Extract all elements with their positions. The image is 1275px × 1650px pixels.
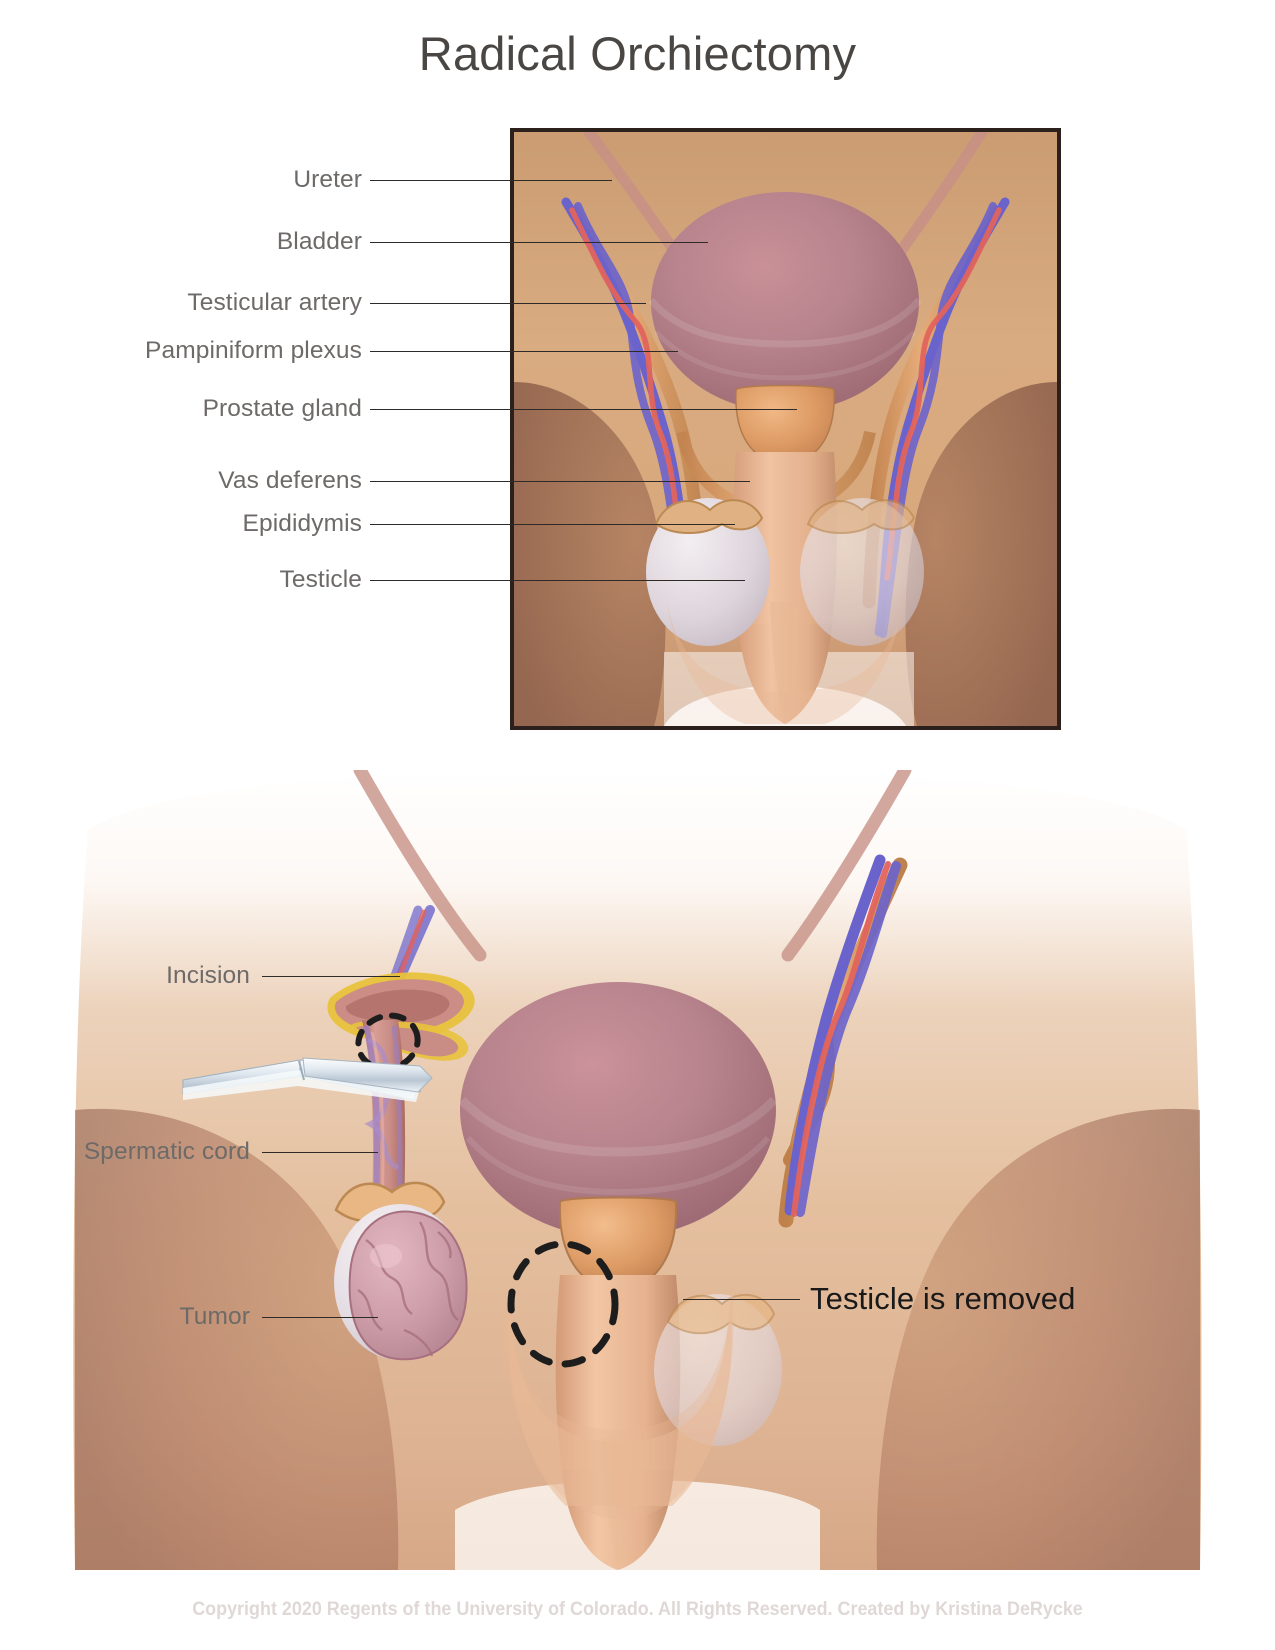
leader-line xyxy=(370,409,797,410)
annotation-label-bladder: Bladder xyxy=(276,228,362,255)
leader-line xyxy=(262,976,400,977)
leader-line xyxy=(370,524,735,525)
copyright-notice: Copyright 2020 Regents of the University… xyxy=(192,1598,1083,1620)
leader-line xyxy=(370,180,612,181)
surgical-retractor xyxy=(182,1057,433,1102)
page-title: Radical Orchiectomy xyxy=(418,27,857,80)
leader-line xyxy=(683,1299,800,1300)
orchiectomy-procedure-figure xyxy=(0,770,1275,1570)
leader-line xyxy=(262,1152,378,1153)
leader-line xyxy=(370,303,646,304)
cord-clamp-outline xyxy=(355,1012,421,1072)
annotation-label-pampiniform-plexus: Pampiniform plexus xyxy=(145,337,362,364)
orchiectomy-procedure-panel xyxy=(0,770,1275,1570)
annotation-label-ureter: Ureter xyxy=(293,166,362,193)
leader-line xyxy=(262,1317,378,1318)
annotation-label-tumor: Tumor xyxy=(179,1303,250,1330)
leader-line xyxy=(370,242,708,243)
removed-testicle-outline xyxy=(507,1240,619,1368)
leader-line xyxy=(370,351,678,352)
annotation-label-testicular-artery: Testicular artery xyxy=(187,289,362,316)
annotation-label-spermatic-cord: Spermatic cord xyxy=(83,1138,250,1165)
annotation-label-epididymis: Epididymis xyxy=(242,510,362,537)
annotation-label-testicle: Testicle xyxy=(279,566,362,593)
leader-line xyxy=(370,481,750,482)
normal-anatomy-panel xyxy=(510,128,1061,730)
annotation-label-vas-deferens: Vas deferens xyxy=(218,467,362,494)
removed-testicle xyxy=(334,1204,468,1361)
leader-line xyxy=(370,580,745,581)
annotation-label-testicle-is-removed: Testicle is removed xyxy=(810,1281,1076,1316)
normal-anatomy-figure xyxy=(514,132,1057,726)
annotation-label-prostate-gland: Prostate gland xyxy=(202,395,362,422)
annotation-label-incision: Incision xyxy=(166,962,250,989)
